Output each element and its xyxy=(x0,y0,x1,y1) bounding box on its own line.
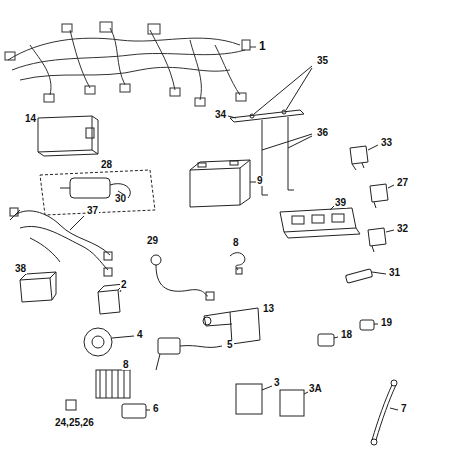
small-switch xyxy=(230,253,245,274)
callout-number: 1 xyxy=(258,40,267,52)
callout-number: 3A xyxy=(308,384,323,394)
horn xyxy=(84,328,134,356)
callout-number: 39 xyxy=(334,198,347,208)
cdi-unit xyxy=(38,116,98,156)
starter-relay xyxy=(40,170,155,215)
bulb-socket xyxy=(66,400,76,410)
callout-number: 29 xyxy=(146,236,159,246)
callout-number: 13 xyxy=(262,304,275,314)
relay-pair xyxy=(236,384,308,416)
ignition-coil xyxy=(203,308,260,344)
battery xyxy=(190,160,256,207)
callout-number: 19 xyxy=(380,318,393,328)
battery-strap xyxy=(228,66,312,195)
callout-number: 6 xyxy=(152,404,160,414)
wire-harness xyxy=(5,22,256,106)
fuse-box xyxy=(280,206,360,238)
sensor-cable xyxy=(151,255,214,300)
callout-number: 34 xyxy=(214,110,227,120)
callout-number: 24,25,26 xyxy=(54,418,95,428)
relay xyxy=(350,145,394,252)
callout-number: 8 xyxy=(232,238,240,248)
connector xyxy=(122,404,150,418)
fuse-holder xyxy=(318,320,378,346)
ground-lead xyxy=(371,380,398,445)
callout-number: 30 xyxy=(114,194,127,204)
callout-number: 3 xyxy=(273,378,281,388)
regulator xyxy=(20,272,56,302)
brake-switch xyxy=(345,269,386,283)
callout-number: 5 xyxy=(226,340,234,350)
callout-number: 28 xyxy=(100,160,113,170)
rectifier xyxy=(96,370,130,398)
callout-number: 35 xyxy=(316,56,329,66)
regulator-lead xyxy=(156,338,222,370)
callout-number: 36 xyxy=(316,128,329,138)
callout-number: 37 xyxy=(86,206,99,216)
callout-number: 4 xyxy=(136,330,144,340)
callout-number: 32 xyxy=(396,224,409,234)
callout-number: 27 xyxy=(396,178,409,188)
callout-number: 38 xyxy=(14,264,27,274)
callout-number: 14 xyxy=(24,114,37,124)
sub-harness xyxy=(10,208,112,276)
callout-number: 18 xyxy=(340,330,353,340)
callout-number: 9 xyxy=(256,176,264,186)
callout-number: 31 xyxy=(388,268,401,278)
callout-number: 7 xyxy=(400,404,408,414)
callout-number: 2 xyxy=(120,280,128,290)
callout-number: 33 xyxy=(380,138,393,148)
callout-number: 8 xyxy=(122,360,130,370)
